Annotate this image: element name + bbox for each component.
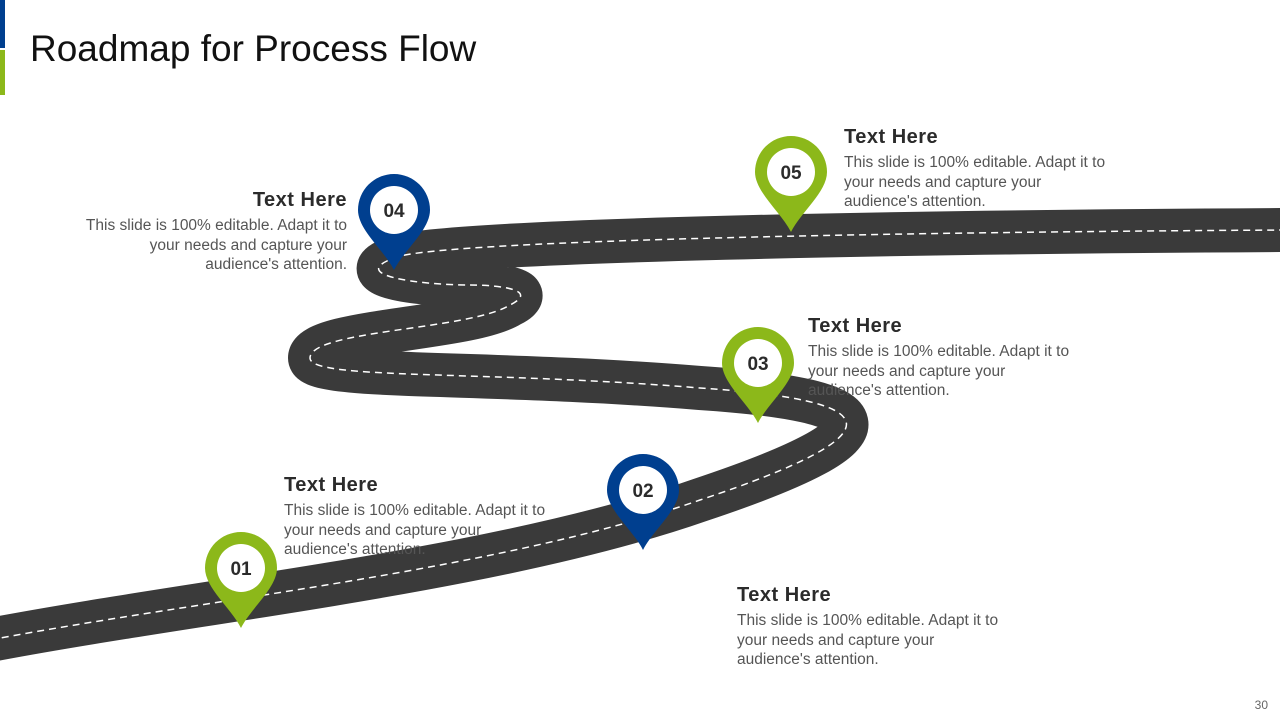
milestone-01-body: This slide is 100% editable. Adapt it to… <box>284 502 546 558</box>
accent-bar-green <box>0 50 5 95</box>
milestone-05-body: This slide is 100% editable. Adapt it to… <box>844 154 1106 210</box>
milestone-03-heading: Text Here <box>808 315 903 337</box>
pin-number: 01 <box>230 559 252 580</box>
page-number: 30 <box>1254 698 1268 712</box>
pin-number: 04 <box>383 201 405 222</box>
milestone-02-text: Text Here This slide is 100% editable. A… <box>737 584 1002 670</box>
pin-01: 01 <box>205 532 277 628</box>
milestone-02-heading: Text Here <box>737 584 832 606</box>
road-lane-line <box>0 229 1280 639</box>
slide-title: Roadmap for Process Flow <box>30 28 477 69</box>
milestone-02-body: This slide is 100% editable. Adapt it to… <box>737 612 999 668</box>
milestone-03-body: This slide is 100% editable. Adapt it to… <box>808 343 1070 399</box>
milestone-05-heading: Text Here <box>844 126 939 148</box>
pin-number: 03 <box>747 354 768 375</box>
pin-02: 02 <box>607 454 679 550</box>
milestone-01-text: Text Here This slide is 100% editable. A… <box>284 474 549 560</box>
pin-number: 02 <box>632 481 653 502</box>
pin-04: 04 <box>358 174 430 270</box>
milestone-04-text: Text Here This slide is 100% editable. A… <box>82 189 347 275</box>
pin-number: 05 <box>780 163 802 184</box>
accent-bar-blue <box>0 0 5 48</box>
milestone-01-heading: Text Here <box>284 474 379 496</box>
milestone-04-heading: Text Here <box>252 189 347 211</box>
pin-03: 03 <box>722 327 794 423</box>
pin-05: 05 <box>755 136 827 232</box>
milestone-03-text: Text Here This slide is 100% editable. A… <box>808 315 1073 401</box>
milestone-05-text: Text Here This slide is 100% editable. A… <box>844 126 1109 212</box>
road <box>0 208 1280 661</box>
milestone-04-body: This slide is 100% editable. Adapt it to… <box>85 217 347 273</box>
